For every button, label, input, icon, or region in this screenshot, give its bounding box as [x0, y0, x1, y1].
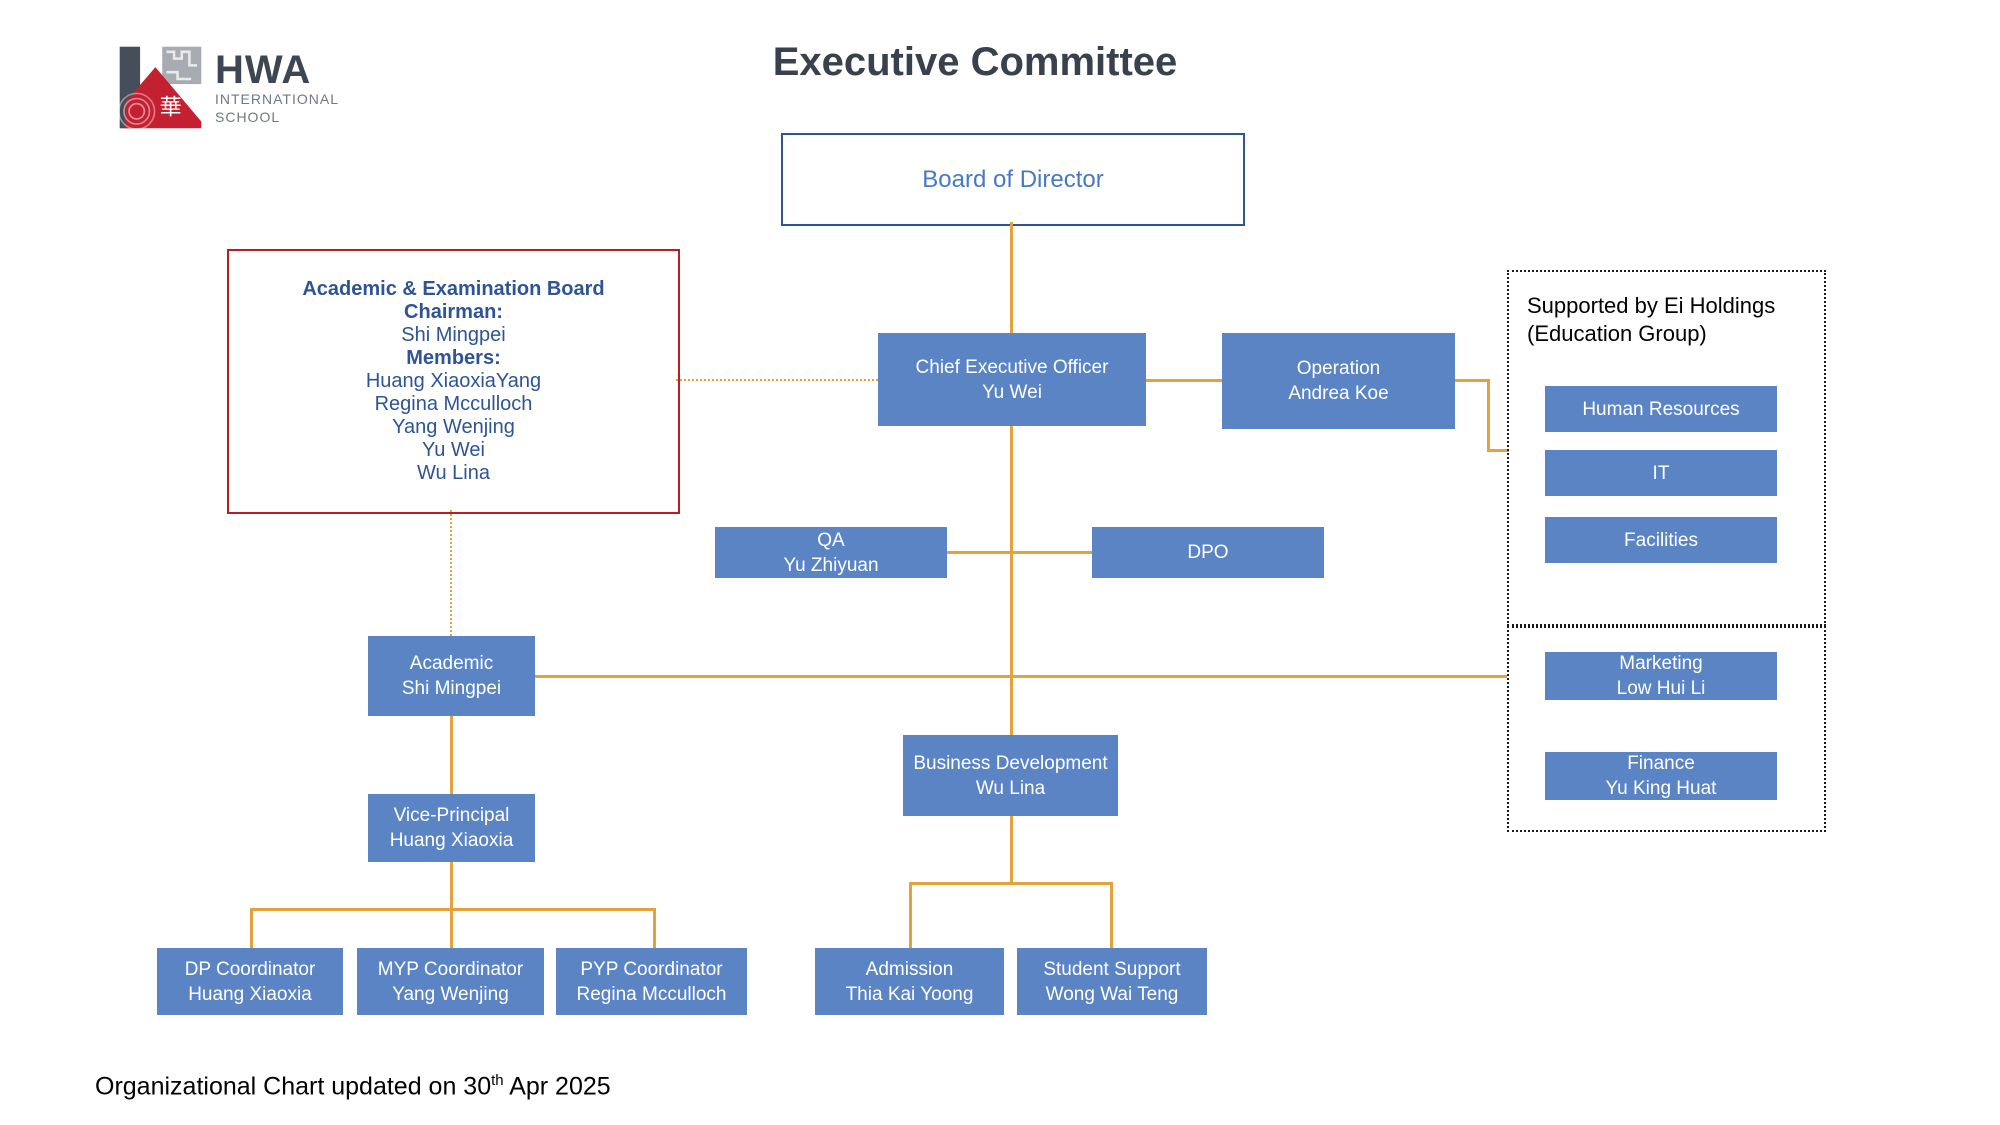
- node-qa: QA Yu Zhiyuan: [715, 527, 947, 578]
- connector-academic-to-viceprincipal: [450, 715, 453, 794]
- connector-ceo-to-operation: [1146, 379, 1222, 382]
- node-role: DPO: [1187, 542, 1229, 563]
- support-label-line2: (Education Group): [1527, 321, 1707, 346]
- page-title: Executive Committee: [772, 40, 1178, 84]
- support-panel-finance: [1507, 626, 1826, 832]
- node-role: Student Support: [1043, 958, 1181, 980]
- exam-board-members-label: Members:: [406, 347, 501, 369]
- node-pyp-coordinator: PYP Coordinator Regina Mcculloch: [556, 948, 747, 1015]
- node-role: DP Coordinator: [184, 958, 316, 980]
- connector-drop-studentsupport: [1110, 882, 1113, 948]
- node-academic: Academic Shi Mingpei: [368, 636, 535, 716]
- node-role: Finance: [1627, 753, 1695, 774]
- connector-board-to-ceo: [1010, 222, 1013, 333]
- node-role: Chief Executive Officer: [915, 356, 1109, 378]
- exam-board-chairman-label: Chairman:: [404, 301, 503, 323]
- node-operation: Operation Andrea Koe: [1222, 333, 1455, 429]
- connector-operation-elbow-v: [1487, 379, 1490, 449]
- school-logo: 華 HWA INTERNATIONAL SCHOOL: [118, 45, 339, 130]
- exam-board-member: Wu Lina: [416, 462, 490, 484]
- footer-text: Apr 2025: [503, 1072, 611, 1101]
- node-person: Wong Wai Teng: [1045, 983, 1179, 1005]
- exam-board-title: Academic & Examination Board: [302, 278, 605, 300]
- node-role: Human Resources: [1582, 398, 1740, 420]
- node-person: Yu Zhiyuan: [783, 554, 879, 576]
- connector-viceprincipal-down: [450, 862, 453, 908]
- node-human-resources: Human Resources: [1545, 386, 1777, 432]
- svg-text:華: 華: [160, 95, 182, 121]
- connector-drop-admission: [909, 882, 912, 948]
- node-person: Huang Xiaoxia: [188, 983, 312, 1005]
- node-person: Yu King Huat: [1605, 778, 1717, 799]
- connector-qa-to-dpo: [947, 551, 1092, 554]
- exam-board-chairman: Shi Mingpei: [401, 324, 506, 346]
- node-role: Marketing: [1619, 653, 1703, 674]
- support-panel-label: Supported by Ei Holdings (Education Grou…: [1527, 292, 1807, 348]
- node-role: MYP Coordinator: [377, 958, 524, 980]
- node-person: Yu Wei: [982, 381, 1042, 403]
- exam-board-member: Regina Mcculloch: [374, 393, 533, 415]
- connector-ceo-to-businessdev: [1010, 426, 1013, 735]
- school-logo-text: HWA INTERNATIONAL SCHOOL: [215, 50, 339, 126]
- exam-board-member: Yang Wenjing: [392, 416, 515, 438]
- connector-examboard-to-ceo-dotted: [676, 379, 878, 381]
- node-board-of-director: Board of Director: [781, 133, 1245, 226]
- node-person: Yang Wenjing: [392, 983, 509, 1005]
- connector-examboard-to-academic-dotted: [450, 510, 452, 636]
- node-person: Regina Mcculloch: [576, 983, 727, 1005]
- exam-board-member: Huang XiaoxiaYang: [365, 370, 542, 392]
- node-dpo: DPO: [1092, 527, 1324, 578]
- node-business-development: Business Development Wu Lina: [903, 735, 1118, 816]
- node-finance: Finance Yu King Huat: [1545, 752, 1777, 800]
- logo-sub2: SCHOOL: [215, 108, 281, 125]
- footer-superscript: th: [491, 1072, 504, 1089]
- node-person: Thia Kai Yoong: [845, 983, 974, 1005]
- node-role: Academic: [409, 653, 494, 674]
- footer-text: Organizational Chart updated on 30: [95, 1072, 492, 1101]
- academic-examination-board-panel: Academic & Examination Board Chairman: S…: [227, 249, 680, 514]
- node-ceo: Chief Executive Officer Yu Wei: [878, 333, 1146, 426]
- node-role: PYP Coordinator: [580, 958, 723, 980]
- node-role: IT: [1652, 462, 1670, 484]
- node-person: Shi Mingpei: [401, 678, 502, 699]
- board-title: Board of Director: [922, 165, 1104, 193]
- connector-drop-dp: [250, 908, 253, 948]
- node-it: IT: [1545, 450, 1777, 496]
- support-label-line1: Supported by Ei Holdings: [1527, 293, 1776, 318]
- footer-note: Organizational Chart updated on 30th Apr…: [95, 1072, 611, 1101]
- logo-name: HWA: [215, 47, 312, 92]
- connector-drop-myp: [450, 908, 453, 948]
- node-marketing: Marketing Low Hui Li: [1545, 652, 1777, 700]
- node-myp-coordinator: MYP Coordinator Yang Wenjing: [357, 948, 544, 1015]
- exam-board-member: Yu Wei: [422, 439, 485, 461]
- connector-coordinators-bar: [250, 908, 655, 911]
- node-vice-principal: Vice-Principal Huang Xiaoxia: [368, 794, 535, 862]
- node-person: Andrea Koe: [1288, 383, 1389, 404]
- node-role: Vice-Principal: [393, 805, 510, 826]
- logo-sub1: INTERNATIONAL: [215, 90, 339, 107]
- connector-academic-to-marketing-panel: [535, 675, 1507, 678]
- school-logo-icon: 華: [118, 46, 202, 130]
- node-dp-coordinator: DP Coordinator Huang Xiaoxia: [157, 948, 343, 1015]
- node-admission: Admission Thia Kai Yoong: [815, 948, 1004, 1015]
- node-role: QA: [817, 529, 845, 551]
- node-role: Business Development: [913, 752, 1108, 774]
- node-person: Huang Xiaoxia: [389, 830, 514, 851]
- node-student-support: Student Support Wong Wai Teng: [1017, 948, 1207, 1015]
- support-panel-operations: [1507, 270, 1826, 626]
- connector-operation-elbow-h1: [1455, 379, 1489, 382]
- node-role: Admission: [865, 958, 954, 980]
- connector-admission-bar: [909, 882, 1112, 885]
- connector-drop-pyp: [653, 908, 656, 948]
- connector-operation-elbow-h2: [1487, 449, 1509, 452]
- node-facilities: Facilities: [1545, 517, 1777, 563]
- node-role: Facilities: [1624, 529, 1698, 551]
- connector-businessdev-down: [1010, 816, 1013, 882]
- node-person: Low Hui Li: [1616, 678, 1706, 699]
- node-person: Wu Lina: [975, 777, 1046, 799]
- node-role: Operation: [1296, 358, 1381, 379]
